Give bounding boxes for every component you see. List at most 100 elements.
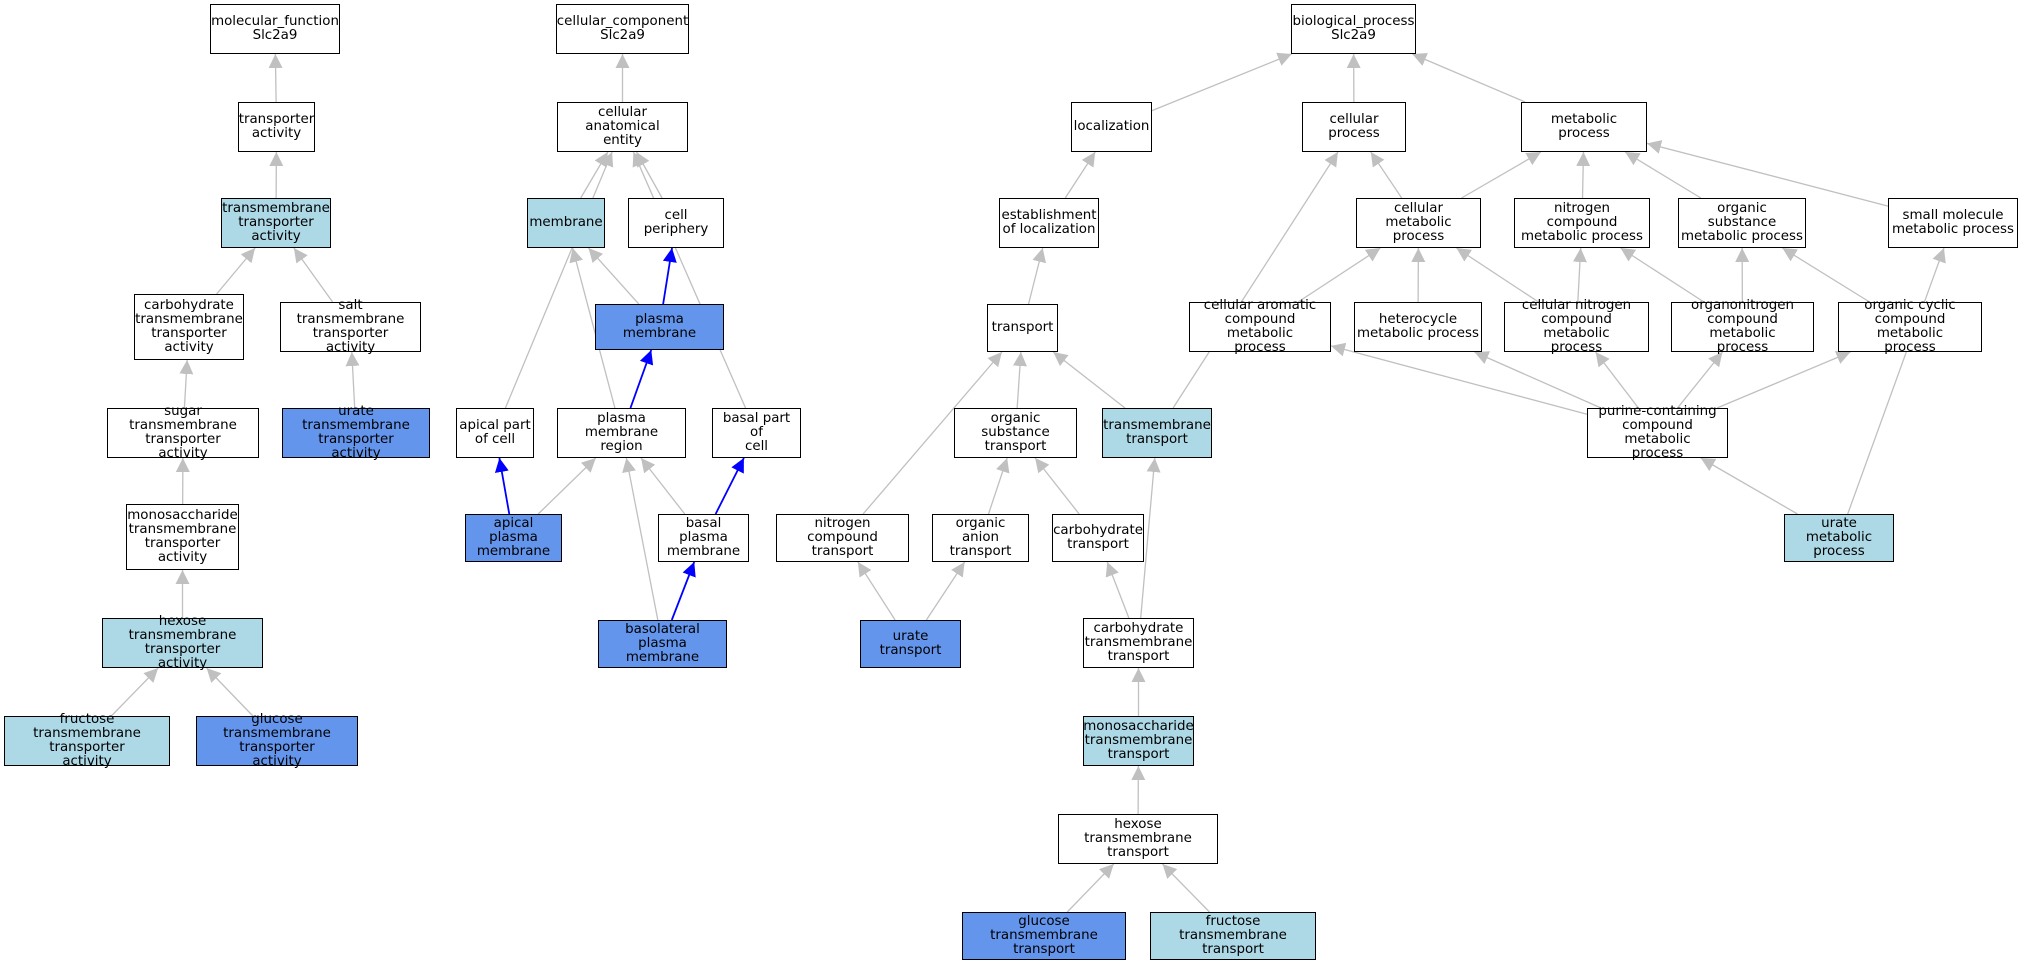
node-cellular-component[interactable]: cellular_component Slc2a9 [556,4,689,54]
node-glucose-transmembrane-transporter-activity[interactable]: glucose transmembrane transporter activi… [196,713,358,769]
node-basal-plasma-membrane[interactable]: basal plasma membrane [658,514,749,562]
edge-gtt-to-htt [1066,863,1115,913]
edge-pccmp-to-hmp [1474,351,1602,409]
node-organic-substance-transport[interactable]: organic substance transport [954,408,1077,458]
node-urate-transport[interactable]: urate transport [860,620,961,668]
edge-ut-to-oat [925,561,966,621]
edge-cmp-to-metp [1461,151,1542,199]
node-metabolic-process[interactable]: metabolic process [1521,102,1647,152]
edge-pccmp-to-cacmp [1330,342,1588,415]
edge-pmr-to-pm [629,349,654,409]
node-urate-metabolic-process[interactable]: urate metabolic process [1784,514,1894,562]
node-molecular-function[interactable]: molecular_function Slc2a9 [210,4,340,54]
edge-sugta-to-ctta [179,359,194,409]
edge-gtta-to-htta [206,667,254,717]
edge-metp-to-bp [1412,53,1526,103]
node-transmembrane-transporter-activity[interactable]: transmembrane transporter activity [221,198,331,248]
node-transporter-activity[interactable]: transporter activity [238,102,315,152]
edge-smmp-to-metp [1646,140,1889,207]
edge-blpm-to-bpm [670,561,696,621]
edge-ump-to-smmp [1847,247,1946,515]
edge-blpm-to-pmr [622,457,659,621]
edge-pccmp-to-occmp [1716,350,1851,409]
node-biological-process[interactable]: biological_process Slc2a9 [1291,4,1416,54]
node-organic-substance-metabolic-process[interactable]: organic substance metabolic process [1678,198,1806,248]
edge-loc-to-bp [1151,52,1293,112]
node-basolateral-plasma-membrane[interactable]: basolateral plasma membrane [598,620,727,668]
edge-ctta-to-tta [216,247,256,295]
edge-ftta-to-htta [110,667,159,717]
edge-pccmp-to-oncmp [1677,351,1723,409]
edge-ctt-to-tmt [1140,457,1161,619]
node-fructose-transmembrane-transporter-activity[interactable]: fructose transmembrane transporter activ… [4,713,170,769]
node-transmembrane-transport[interactable]: transmembrane transport [1102,408,1212,458]
node-monosaccharide-transmembrane-transporter-activity[interactable]: monosaccharide transmembrane transporter… [126,504,239,570]
edge-ost-to-tr [1012,351,1027,409]
node-glucose-transmembrane-transport[interactable]: glucose transmembrane transport [962,912,1126,960]
node-heterocycle-metabolic-process[interactable]: heterocycle metabolic process [1354,302,1482,352]
node-apical-part-of-cell[interactable]: apical part of cell [456,408,534,458]
node-cellular-metabolic-process[interactable]: cellular metabolic process [1356,198,1481,248]
node-plasma-membrane[interactable]: plasma membrane [595,304,724,350]
edge-ncmp-to-metp [1576,151,1591,199]
edge-apm-to-apc [494,457,511,515]
edge-bpm-to-pmr [640,457,686,515]
node-cellular-aromatic-compound-metabolic-process[interactable]: cellular aromatic compound metabolic pro… [1189,299,1331,355]
node-organic-anion-transport[interactable]: organic anion transport [932,514,1029,562]
node-nitrogen-compound-metabolic-process[interactable]: nitrogen compound metabolic process [1514,198,1650,248]
edge-oncmp-to-ncmp [1620,247,1705,303]
node-transport[interactable]: transport [987,304,1058,352]
edge-cncmp-to-ncmp [1572,247,1587,303]
edge-ut-to-nct [857,561,896,621]
node-fructose-transmembrane-transport[interactable]: fructose transmembrane transport [1150,912,1316,960]
edge-tmt-to-celp [1172,151,1339,409]
node-carbohydrate-transport[interactable]: carbohydrate transport [1052,514,1144,562]
node-establishment-of-localization[interactable]: establishment of localization [999,198,1099,248]
edge-ftt-to-htt [1162,863,1210,913]
node-purine-containing-compound-metabolic-process[interactable]: purine-containing compound metabolic pro… [1587,405,1728,461]
node-cellular-process[interactable]: cellular process [1302,102,1406,152]
edge-pmr-to-mem [569,247,616,409]
edge-osmp-to-metp [1624,151,1702,199]
edge-ct-to-ost [1034,457,1080,515]
edge-bpc-to-cae [632,151,747,409]
node-monosaccharide-transmembrane-transport[interactable]: monosaccharide transmembrane transport [1083,716,1194,766]
node-cellular-anatomical-entity[interactable]: cellular anatomical entity [557,102,688,152]
node-small-molecule-metabolic-process[interactable]: small molecule metabolic process [1888,198,2018,248]
edge-tr-to-eloc [1027,247,1047,305]
node-hexose-transmembrane-transporter-activity[interactable]: hexose transmembrane transporter activit… [102,615,263,671]
node-cell-periphery[interactable]: cell periphery [628,198,724,248]
edge-apm-to-pmr [537,457,597,515]
node-organic-cyclic-compound-metabolic-process[interactable]: organic cyclic compound metabolic proces… [1838,299,1982,355]
node-carbohydrate-transmembrane-transport[interactable]: carbohydrate transmembrane transport [1083,618,1194,668]
node-carbohydrate-transmembrane-transporter-activity[interactable]: carbohydrate transmembrane transporter a… [134,294,244,360]
node-sugar-transmembrane-transporter-activity[interactable]: sugar transmembrane transporter activity [107,405,259,461]
edge-occmp-to-osmp [1782,247,1870,303]
edge-cmp-to-celp [1370,151,1403,199]
edge-stta-to-tta [293,247,334,303]
edge-pm-to-mem [587,247,640,305]
edge-apc-to-cae [504,151,614,409]
node-urate-transmembrane-transporter-activity[interactable]: urate transmembrane transporter activity [282,405,430,461]
node-membrane[interactable]: membrane [527,198,605,248]
edge-mem-to-cae [580,151,609,199]
node-salt-transmembrane-transporter-activity[interactable]: salt transmembrane transporter activity [280,299,421,355]
node-apical-plasma-membrane[interactable]: apical plasma membrane [465,514,562,562]
node-plasma-membrane-region[interactable]: plasma membrane region [557,408,686,458]
edge-eloc-to-loc [1064,151,1096,199]
node-nitrogen-compound-transport[interactable]: nitrogen compound transport [776,514,909,562]
edge-bpm-to-bpc [714,457,745,515]
node-cellular-nitrogen-compound-metabolic-process[interactable]: cellular nitrogen compound metabolic pro… [1504,299,1649,355]
node-organonitrogen-compound-metabolic-process[interactable]: organonitrogen compound metabolic proces… [1671,299,1814,355]
edge-utta-to-stta [345,351,360,409]
edge-oat-to-ost [987,457,1010,515]
edge-pm-to-cp [662,247,677,305]
edge-cncmp-to-cmp [1456,247,1539,303]
edge-ta-to-mf [268,53,283,103]
node-localization[interactable]: localization [1071,102,1152,152]
edge-nct-to-tr [862,351,1003,515]
node-basal-part-of-cell[interactable]: basal part of cell [712,408,801,458]
node-hexose-transmembrane-transport[interactable]: hexose transmembrane transport [1058,814,1218,864]
